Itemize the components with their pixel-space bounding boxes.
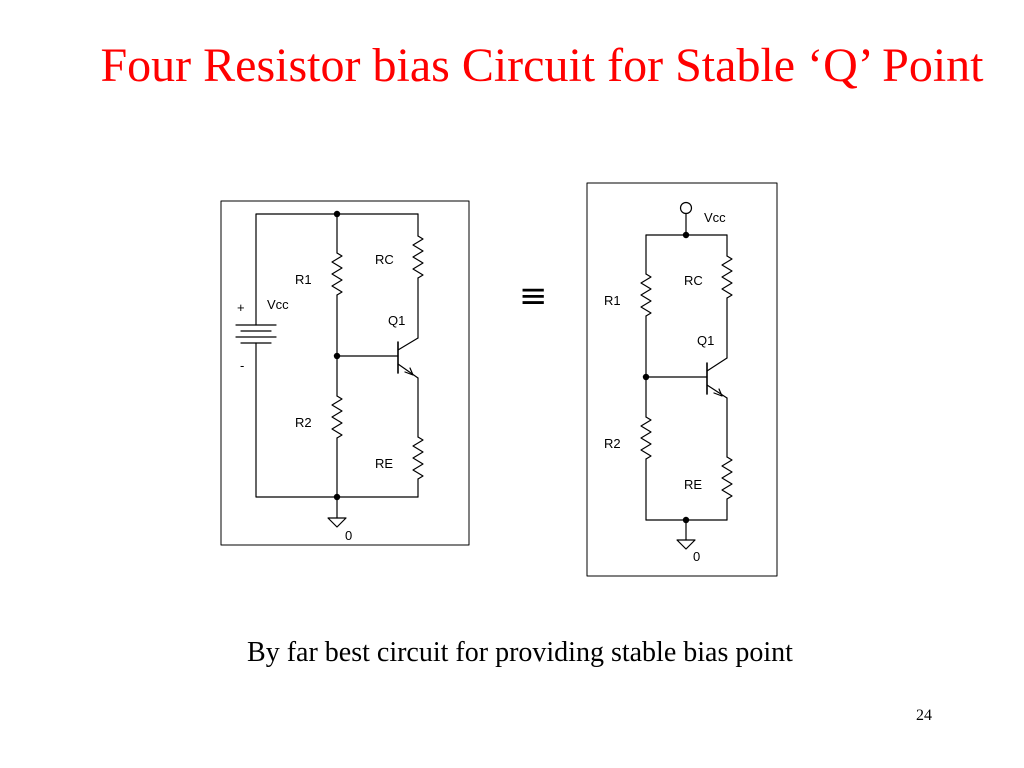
left-junction-dot-bottom xyxy=(333,493,341,501)
left-circuit-frame xyxy=(220,200,470,546)
right-junction-dot-bottom xyxy=(682,516,690,524)
left-top-wire xyxy=(336,213,419,237)
slide-caption: By far best circuit for providing stable… xyxy=(247,637,793,668)
right-ground-label: 0 xyxy=(693,549,700,564)
left-q1-label: Q1 xyxy=(388,313,405,328)
left-circuit: + - Vcc R1 RC Q1 R2 RE 0 xyxy=(220,200,470,546)
left-junction-dots xyxy=(333,210,341,501)
left-r1-resistor xyxy=(331,213,343,357)
left-battery xyxy=(235,213,338,498)
left-r2-label: R2 xyxy=(295,415,312,430)
right-junction-dots xyxy=(642,231,690,524)
right-r1-label: R1 xyxy=(604,293,621,308)
right-re-label: RE xyxy=(684,477,702,492)
left-transistor-q1 xyxy=(397,337,419,379)
right-junction-dot-top xyxy=(682,231,690,239)
right-circuit-frame xyxy=(586,182,778,577)
slide-title: Four Resistor bias Circuit for Stable ‘Q… xyxy=(100,39,984,92)
right-ground-symbol xyxy=(676,519,696,550)
left-junction-dot-base xyxy=(333,352,341,360)
equivalence-symbol: ≡ xyxy=(519,276,548,316)
right-rc-label: RC xyxy=(684,273,703,288)
right-r2-resistor xyxy=(640,376,652,521)
left-ground-label: 0 xyxy=(345,528,352,543)
left-rc-resistor xyxy=(412,235,424,339)
left-rc-label: RC xyxy=(375,252,394,267)
right-r2-label: R2 xyxy=(604,436,621,451)
left-plus-sign: + xyxy=(237,300,245,315)
left-junction-dot-top xyxy=(333,210,341,218)
left-r1-label: R1 xyxy=(295,272,312,287)
left-source-label: Vcc xyxy=(267,297,289,312)
left-r2-resistor xyxy=(331,355,343,498)
right-supply-label: Vcc xyxy=(704,210,726,225)
right-transistor-q1 xyxy=(706,357,728,399)
left-ground-symbol xyxy=(327,496,347,528)
right-supply-terminal xyxy=(679,201,693,236)
left-re-label: RE xyxy=(375,456,393,471)
page-number: 24 xyxy=(916,707,932,724)
right-circuit: Vcc R1 RC Q1 R2 RE 0 xyxy=(586,182,778,577)
left-re-resistor xyxy=(336,377,424,498)
right-r1-resistor xyxy=(640,234,652,378)
right-rc-resistor xyxy=(721,234,733,359)
right-re-resistor xyxy=(645,397,733,521)
right-q1-label: Q1 xyxy=(697,333,714,348)
left-minus-sign: - xyxy=(240,358,244,373)
right-junction-dot-base xyxy=(642,373,650,381)
